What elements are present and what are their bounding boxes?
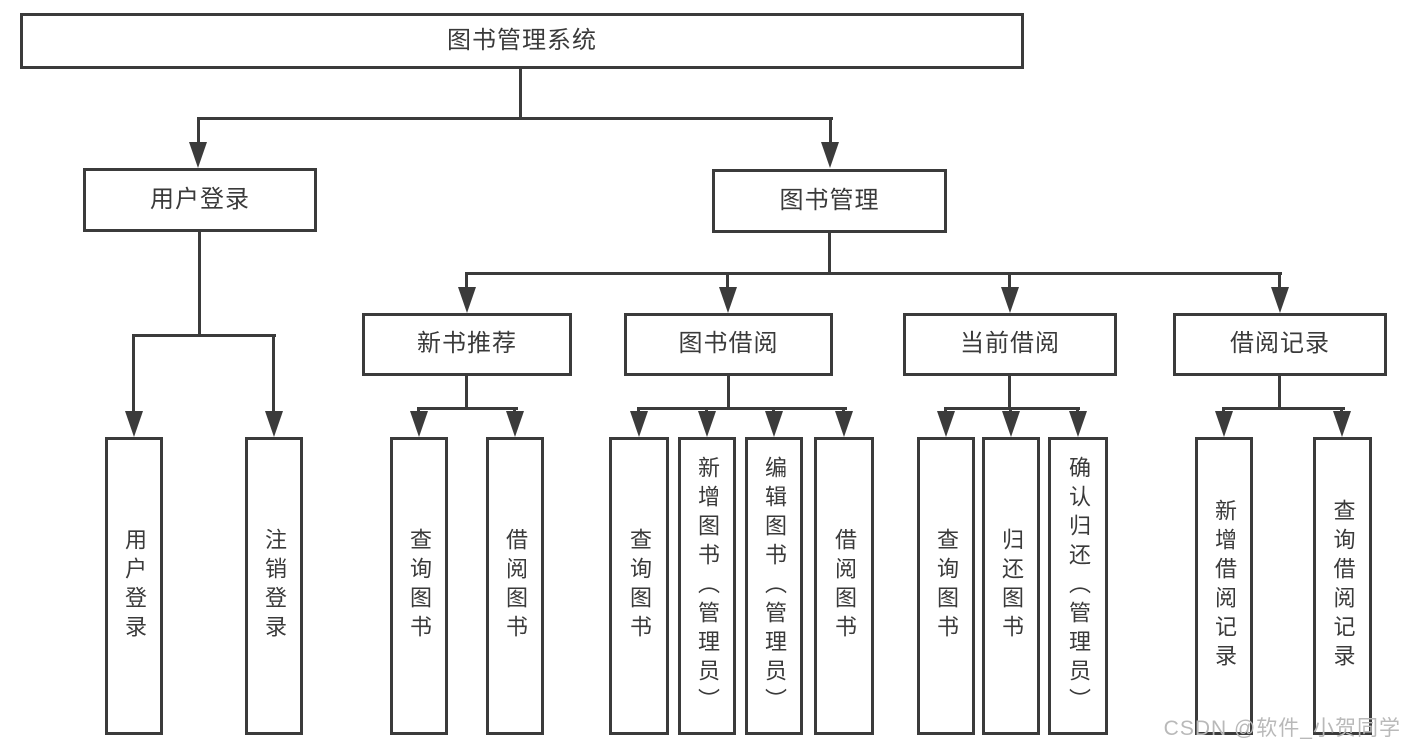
arrowhead-return-books — [1002, 411, 1020, 437]
connector-user-login-hbar — [132, 334, 276, 337]
leaf-confirm-return-admin: 确认归还（管理员） — [1048, 437, 1108, 735]
arrowhead-confirm-return — [1069, 411, 1087, 437]
leaf-query-borrow-record: 查询借阅记录 — [1313, 437, 1372, 735]
arrowhead-borrow-books-2 — [835, 411, 853, 437]
arrowhead-query-books-1 — [410, 411, 428, 437]
leaf-query-books-3: 查询图书 — [917, 437, 975, 735]
arrowhead-current-borrow — [1001, 287, 1019, 313]
leaf-user-login: 用户登录 — [105, 437, 163, 735]
connector-current-borrow-stem — [1008, 374, 1011, 410]
node-book-borrow: 图书借阅 — [624, 313, 833, 376]
connector-drop-leaf-user-login — [132, 334, 135, 413]
arrowhead-query-books-3 — [937, 411, 955, 437]
leaf-borrow-books-1: 借阅图书 — [486, 437, 544, 735]
arrowhead-leaf-user-login — [125, 411, 143, 437]
leaf-borrow-books-2: 借阅图书 — [814, 437, 874, 735]
arrowhead-borrow-books-1 — [506, 411, 524, 437]
connector-drop-new-book-recommend — [465, 272, 468, 289]
connector-book-management-stem — [828, 231, 831, 275]
arrowhead-user-login — [189, 142, 207, 168]
connector-book-borrow-stem — [727, 374, 730, 410]
leaf-logout: 注销登录 — [245, 437, 303, 735]
arrowhead-add-book — [698, 411, 716, 437]
connector-drop-leaf-logout — [272, 334, 275, 413]
connector-new-book-recommend-stem — [465, 374, 468, 410]
arrowhead-borrow-records — [1271, 287, 1289, 313]
connector-drop-book-borrow — [726, 272, 729, 289]
node-book-management: 图书管理 — [712, 169, 947, 233]
leaf-edit-book-admin: 编辑图书（管理员） — [745, 437, 803, 735]
node-user-login: 用户登录 — [83, 168, 317, 232]
connector-drop-book-management — [829, 117, 832, 144]
arrowhead-query-books-2 — [630, 411, 648, 437]
leaf-return-books: 归还图书 — [982, 437, 1040, 735]
leaf-add-book-admin: 新增图书（管理员） — [678, 437, 736, 735]
csdn-watermark: CSDN @软件_小贺同学 — [1163, 717, 1401, 740]
connector-drop-current-borrow — [1008, 272, 1011, 289]
arrowhead-book-borrow — [719, 287, 737, 313]
connector-current-borrow-hbar — [944, 407, 1080, 410]
connector-book-borrow-hbar — [637, 407, 847, 410]
connector-drop-user-login — [197, 117, 200, 144]
leaf-add-borrow-record: 新增借阅记录 — [1195, 437, 1253, 735]
leaf-query-books-2: 查询图书 — [609, 437, 669, 735]
node-borrow-records: 借阅记录 — [1173, 313, 1387, 376]
arrowhead-query-borrow-record — [1333, 411, 1351, 437]
connector-root-stem — [519, 68, 522, 119]
connector-level2-hbar — [465, 272, 1282, 275]
leaf-query-books-1: 查询图书 — [390, 437, 448, 735]
node-new-book-recommend: 新书推荐 — [362, 313, 572, 376]
connector-level1-hbar — [197, 117, 833, 120]
connector-new-book-recommend-hbar — [417, 407, 518, 410]
arrowhead-edit-book — [765, 411, 783, 437]
connector-borrow-records-hbar — [1222, 407, 1345, 410]
arrowhead-book-management — [821, 142, 839, 168]
node-root: 图书管理系统 — [20, 13, 1024, 69]
arrowhead-add-borrow-record — [1215, 411, 1233, 437]
connector-drop-borrow-records — [1278, 272, 1281, 289]
arrowhead-new-book-recommend — [458, 287, 476, 313]
node-current-borrow: 当前借阅 — [903, 313, 1117, 376]
connector-borrow-records-stem — [1278, 374, 1281, 410]
arrowhead-leaf-logout — [265, 411, 283, 437]
connector-user-login-stem — [198, 230, 201, 336]
